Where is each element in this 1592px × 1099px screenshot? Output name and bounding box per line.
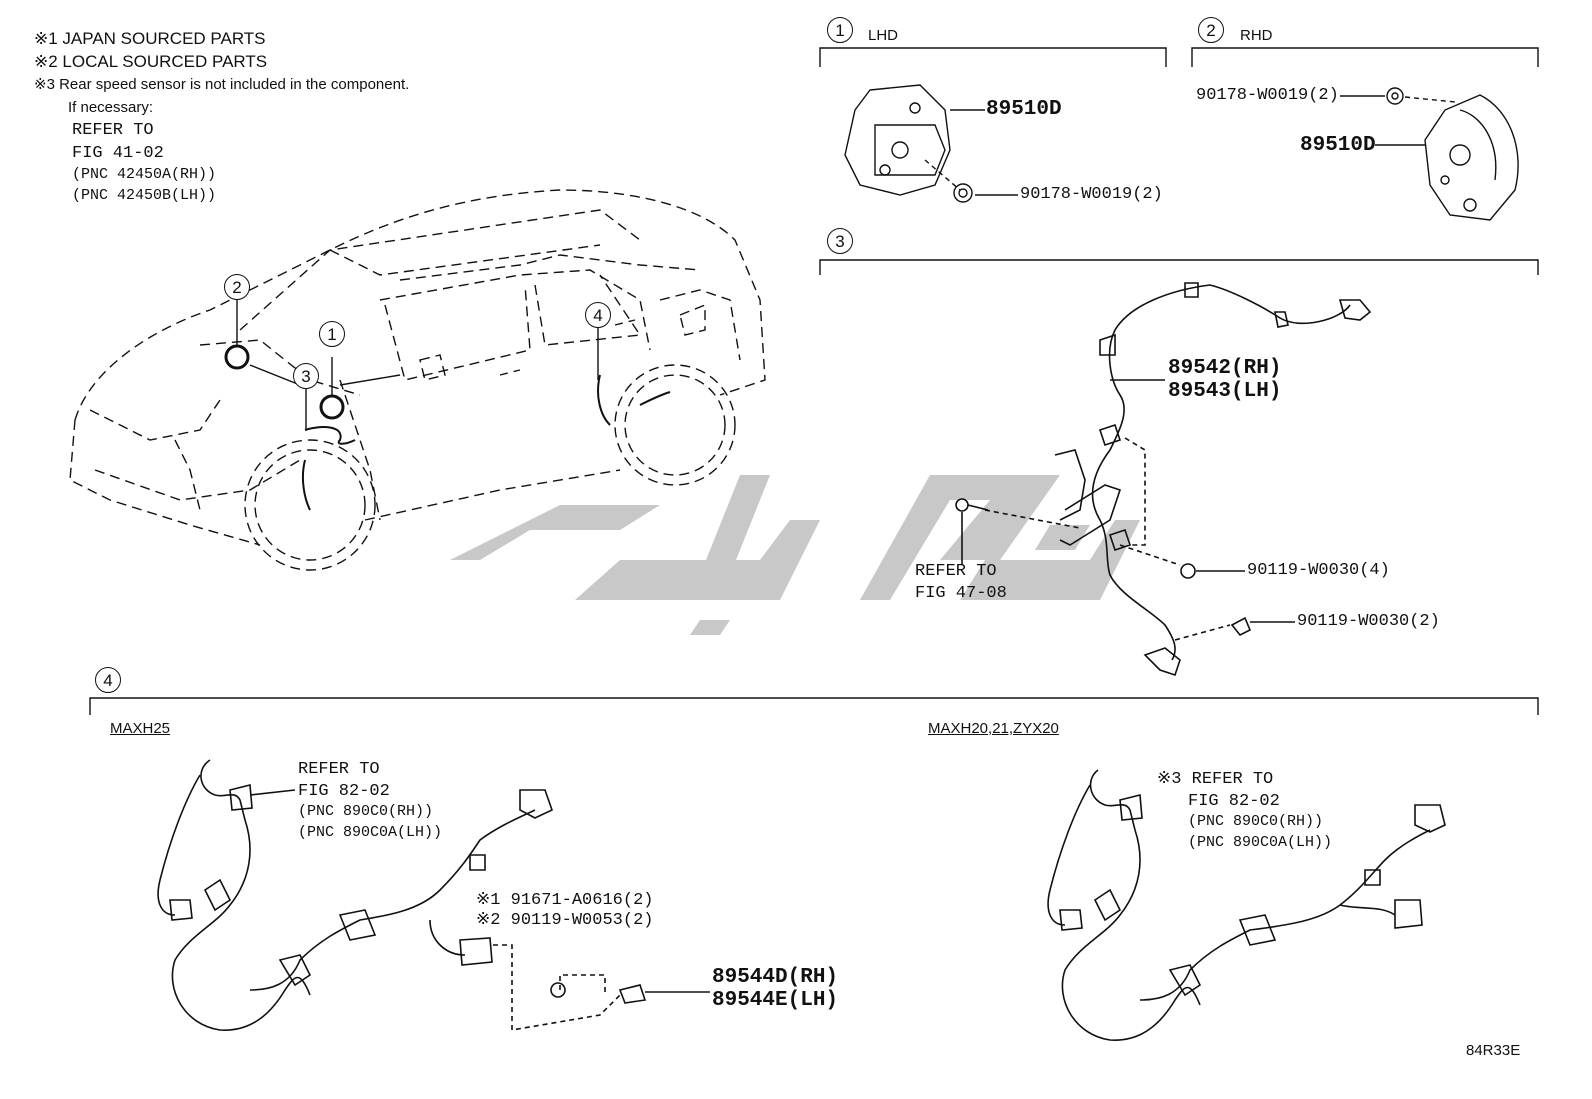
part-bolt-japan[interactable]: ※1 91671-A0616(2) — [476, 891, 654, 910]
section-3-number: 3 — [827, 228, 853, 254]
part-89510D-lhd[interactable]: 89510D — [986, 98, 1062, 121]
marker-abs-actuator-lhd — [319, 394, 345, 420]
part-bolt-4[interactable]: 90119-W0030(4) — [1247, 561, 1390, 580]
vehicle-callout-1[interactable]: 1 — [319, 321, 345, 347]
part-89543-lh[interactable]: 89543(LH) — [1168, 380, 1282, 403]
left-refer-to: REFER TO — [298, 760, 380, 779]
abs-actuator-lhd-drawing — [844, 84, 1018, 203]
right-pnc-lh: (PNC 890C0A(LH)) — [1188, 834, 1333, 851]
rear-speed-sensor-harness-maxh20-drawing — [1047, 769, 1446, 1041]
section-2-number: 2 — [1198, 17, 1224, 43]
note-fig-ref: FIG 41-02 — [72, 144, 164, 163]
part-bolt-2[interactable]: 90119-W0030(2) — [1297, 612, 1440, 631]
figure-code: 84R33E — [1466, 1042, 1521, 1059]
right-refer-to: ※3 REFER TO — [1157, 770, 1274, 789]
vehicle-callout-4[interactable]: 4 — [585, 302, 611, 328]
vehicle-illustration — [69, 189, 766, 571]
note-local-sourced: ※2 LOCAL SOURCED PARTS — [34, 52, 268, 71]
section-3-refer-to: REFER TO — [915, 562, 997, 581]
model-maxh20: MAXH20,21,ZYX20 — [928, 720, 1059, 737]
part-bolt-local[interactable]: ※2 90119-W0053(2) — [476, 911, 654, 930]
section-3-fig-ref[interactable]: FIG 47-08 — [915, 584, 1007, 603]
part-bolt-lhd[interactable]: 90178-W0019(2) — [1020, 185, 1163, 204]
rear-speed-sensor-harness-maxh25-drawing — [157, 759, 710, 1031]
note-if-necessary: If necessary: — [68, 99, 154, 116]
vehicle-callout-2[interactable]: 2 — [224, 274, 250, 300]
model-maxh25: MAXH25 — [110, 720, 171, 737]
marker-abs-actuator-rhd — [224, 344, 250, 370]
right-fig-ref[interactable]: FIG 82-02 — [1188, 792, 1280, 811]
left-fig-ref[interactable]: FIG 82-02 — [298, 782, 390, 801]
abs-actuator-rhd-drawing — [1340, 87, 1519, 221]
left-pnc-rh: (PNC 890C0(RH)) — [298, 803, 434, 820]
section-2-label: RHD — [1240, 27, 1273, 44]
note-rear-sensor: ※3 Rear speed sensor is not included in … — [34, 76, 410, 93]
right-pnc-rh: (PNC 890C0(RH)) — [1188, 813, 1324, 830]
vehicle-callout-3[interactable]: 3 — [293, 363, 319, 389]
note-japan-sourced: ※1 JAPAN SOURCED PARTS — [34, 29, 266, 48]
part-89542-rh[interactable]: 89542(RH) — [1168, 357, 1282, 380]
left-pnc-lh: (PNC 890C0A(LH)) — [298, 824, 443, 841]
note-refer-to: REFER TO — [72, 121, 154, 140]
section-1-label: LHD — [868, 27, 899, 44]
part-89544E-lh[interactable]: 89544E(LH) — [712, 989, 839, 1012]
note-pnc-lh: (PNC 42450B(LH)) — [72, 187, 217, 204]
section-4-number: 4 — [95, 667, 121, 693]
part-bolt-rhd[interactable]: 90178-W0019(2) — [1196, 86, 1339, 105]
watermark-logo — [450, 475, 1140, 635]
part-89544D-rh[interactable]: 89544D(RH) — [712, 966, 839, 989]
front-speed-sensor-harness-drawing — [955, 282, 1372, 677]
section-1-number: 1 — [827, 17, 853, 43]
part-89510D-rhd[interactable]: 89510D — [1300, 134, 1376, 157]
note-pnc-rh: (PNC 42450A(RH)) — [72, 166, 217, 183]
